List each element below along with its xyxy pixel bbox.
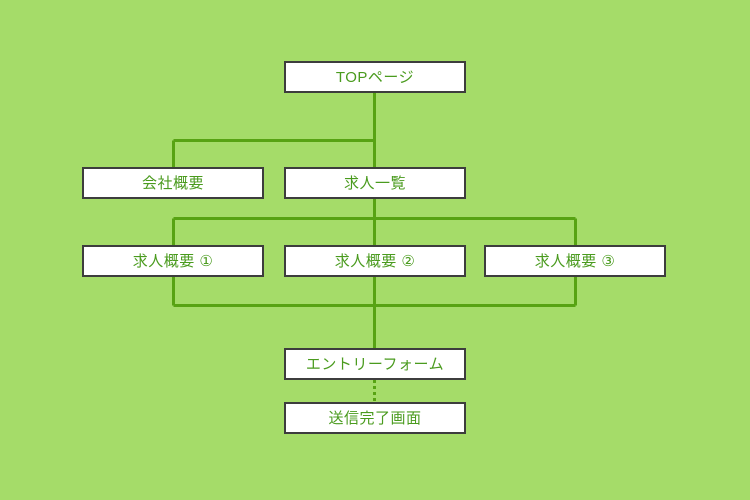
node-company-overview[interactable]: 会社概要 bbox=[82, 167, 264, 199]
node-job-detail-1-label: 求人概要 ① bbox=[132, 252, 214, 270]
node-top-page[interactable]: TOPページ bbox=[284, 61, 466, 93]
node-submit-complete[interactable]: 送信完了画面 bbox=[284, 402, 466, 434]
node-submit-complete-label: 送信完了画面 bbox=[328, 409, 422, 427]
node-job-detail-2[interactable]: 求人概要 ② bbox=[284, 245, 466, 277]
node-company-overview-label: 会社概要 bbox=[141, 174, 204, 192]
node-entry-form[interactable]: エントリーフォーム bbox=[284, 348, 466, 380]
node-job-listing[interactable]: 求人一覧 bbox=[284, 167, 466, 199]
node-entry-form-label: エントリーフォーム bbox=[305, 355, 445, 373]
node-job-listing-label: 求人一覧 bbox=[343, 174, 406, 192]
node-top-page-label: TOPページ bbox=[335, 68, 415, 86]
node-job-detail-2-label: 求人概要 ② bbox=[334, 252, 416, 270]
node-job-detail-1[interactable]: 求人概要 ① bbox=[82, 245, 264, 277]
node-job-detail-3[interactable]: 求人概要 ③ bbox=[484, 245, 666, 277]
node-job-detail-3-label: 求人概要 ③ bbox=[534, 252, 616, 270]
